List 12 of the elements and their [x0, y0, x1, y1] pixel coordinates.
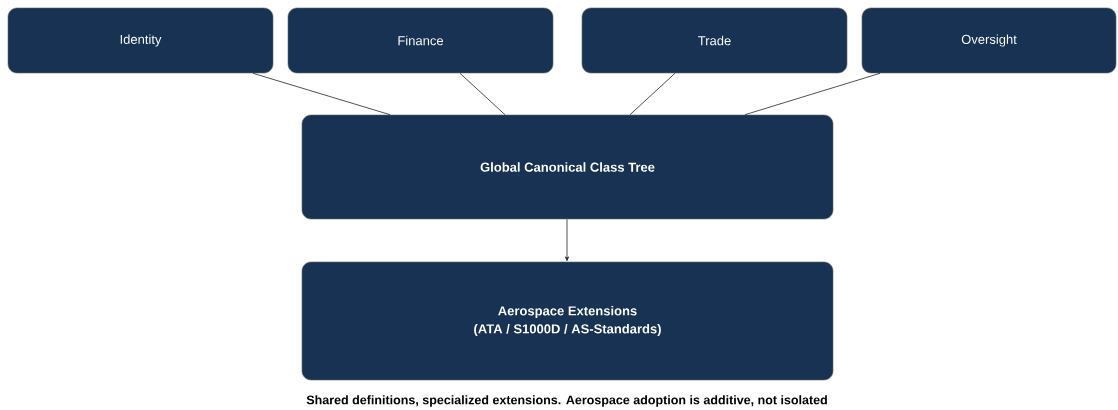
- process-box: Trade: [581, 7, 848, 74]
- connector-line: [565, 218, 569, 262]
- connector-line: [252, 72, 391, 116]
- connector-line: [744, 72, 881, 116]
- connector-line: [459, 72, 506, 116]
- process-box: Global Canonical Class Tree: [301, 114, 834, 220]
- process-box: Identity: [7, 7, 274, 74]
- caption: Shared definitions, specialized extensions. Aerospace adoption is additive, not isolated: [306, 395, 827, 407]
- connector-line: [629, 72, 676, 116]
- process-box: Oversight: [861, 7, 1117, 74]
- process-box: Finance: [287, 7, 554, 74]
- process-box: Aerospace Extensions (ATA / S1000D / AS-Standards): [301, 261, 834, 381]
